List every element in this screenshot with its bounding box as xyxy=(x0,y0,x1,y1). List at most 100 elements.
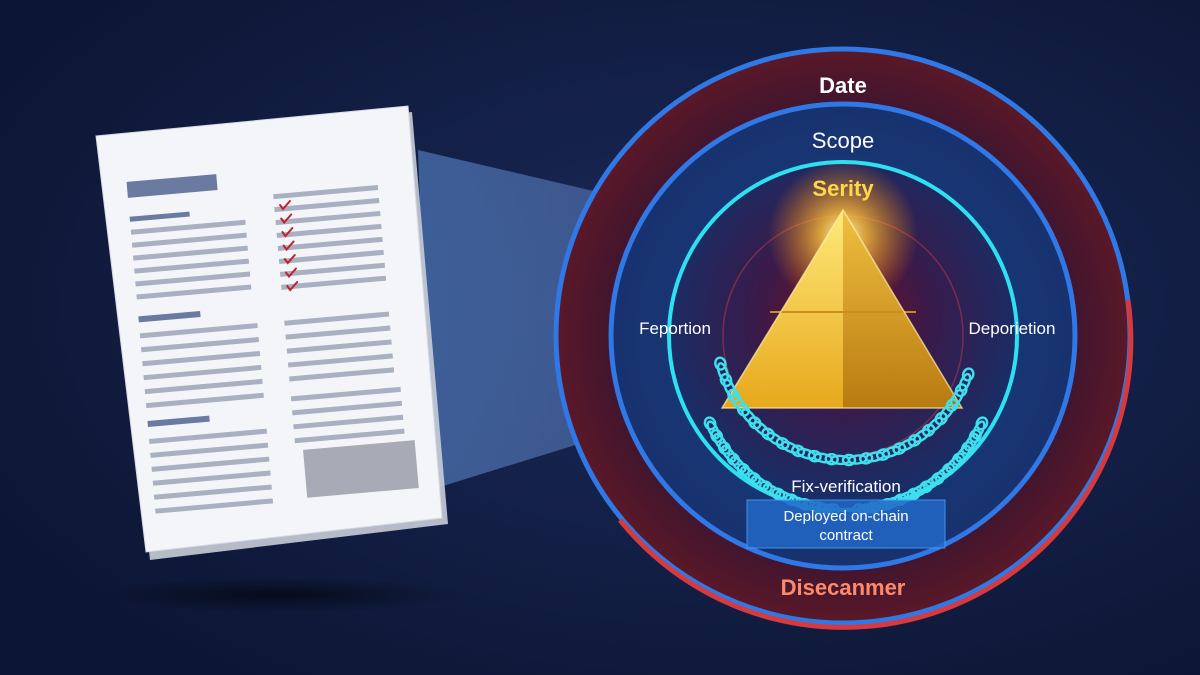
document-line xyxy=(152,470,271,486)
document-line xyxy=(149,428,268,444)
chain-link xyxy=(703,416,717,431)
chain-link xyxy=(941,462,956,477)
document-line xyxy=(278,249,384,264)
document-image-block xyxy=(303,440,419,498)
chain-link xyxy=(964,433,979,452)
document-line xyxy=(131,232,247,248)
chain-link xyxy=(758,480,773,494)
chain-link xyxy=(972,420,986,440)
chain-icon xyxy=(703,356,989,516)
chain-link xyxy=(719,372,733,388)
chain-link xyxy=(807,449,822,463)
label-fix-verification: Fix-verification xyxy=(791,477,901,496)
document-line xyxy=(281,275,387,290)
label-scope: Scope xyxy=(812,128,874,153)
chain-link xyxy=(736,402,750,417)
chain-link xyxy=(706,420,720,440)
document-line xyxy=(276,223,382,239)
audit-document xyxy=(95,105,448,560)
document-line xyxy=(135,271,251,287)
chain-link xyxy=(968,429,982,443)
label-feportion: Feportion xyxy=(639,319,711,338)
chain-link xyxy=(747,472,762,486)
document-line xyxy=(155,498,274,514)
chain-link xyxy=(906,487,921,501)
chain-link xyxy=(892,442,907,455)
chain-link xyxy=(841,453,857,467)
document-checklist xyxy=(279,200,299,292)
document-line xyxy=(151,456,270,472)
document-line xyxy=(143,364,262,381)
contract-line-2: contract xyxy=(819,527,873,544)
chain-link xyxy=(740,466,758,482)
chain-link xyxy=(775,437,790,450)
contract-box xyxy=(746,499,946,549)
document-line xyxy=(275,210,381,226)
document-line xyxy=(142,350,261,367)
chain-link xyxy=(907,433,922,447)
checkmark-icon xyxy=(280,213,293,225)
chain-link xyxy=(730,456,747,473)
label-date: Date xyxy=(819,73,867,98)
chain-link xyxy=(921,423,936,437)
chain-link xyxy=(751,475,769,491)
chain-link xyxy=(975,416,989,431)
chain-link xyxy=(875,448,891,461)
chain-link xyxy=(930,472,945,486)
document-line xyxy=(153,484,272,500)
document-line xyxy=(144,378,263,395)
label-disecanmer: Disecanmer xyxy=(781,575,906,600)
document-line xyxy=(286,339,392,354)
chain-link xyxy=(859,452,874,465)
document-shadow xyxy=(100,577,460,613)
document-line xyxy=(130,219,246,235)
checkmark-icon xyxy=(281,227,294,238)
document-line xyxy=(284,311,390,326)
document-line xyxy=(138,311,201,323)
chain-link xyxy=(910,483,930,498)
chain-link xyxy=(951,452,966,466)
document-line xyxy=(126,174,218,198)
chain-link xyxy=(923,475,941,491)
document-line xyxy=(273,185,379,200)
document-line xyxy=(150,442,269,458)
contract-line-1: Deployed on-chain xyxy=(783,508,908,525)
chain-link xyxy=(791,444,806,458)
document-line xyxy=(290,386,401,402)
checkmark-icon xyxy=(279,200,291,211)
document-line xyxy=(279,262,386,277)
checkmark-icon xyxy=(282,240,295,252)
document-line xyxy=(293,414,404,430)
document-line xyxy=(139,323,258,339)
checkmark-icon xyxy=(286,281,299,292)
chain-link xyxy=(934,466,952,482)
document-line xyxy=(274,198,380,213)
chain-link xyxy=(945,398,959,412)
chain-link xyxy=(919,480,934,494)
chain-link xyxy=(954,383,968,398)
label-deporietion: Deporietion xyxy=(969,319,1056,338)
checkmark-icon xyxy=(283,254,296,265)
chain-link xyxy=(824,452,839,466)
chain-link xyxy=(960,441,975,455)
chain-link xyxy=(721,445,737,463)
document-line xyxy=(292,400,403,416)
document-line xyxy=(145,392,264,409)
checkmark-icon xyxy=(285,267,297,279)
document-line xyxy=(277,236,383,251)
document-line xyxy=(287,353,393,368)
chain-link xyxy=(955,445,971,463)
chain-link xyxy=(762,483,782,498)
label-serity: Serity xyxy=(812,176,874,201)
chain-link xyxy=(771,487,786,501)
chain-link xyxy=(761,427,775,441)
chain-link xyxy=(945,456,962,473)
document-line xyxy=(129,211,190,222)
chain-link xyxy=(961,367,975,382)
document-line xyxy=(289,367,395,382)
chain-link xyxy=(713,433,728,452)
chain-link xyxy=(726,452,741,466)
outer-ring-red-edge xyxy=(618,299,1134,630)
document-line xyxy=(141,337,260,353)
